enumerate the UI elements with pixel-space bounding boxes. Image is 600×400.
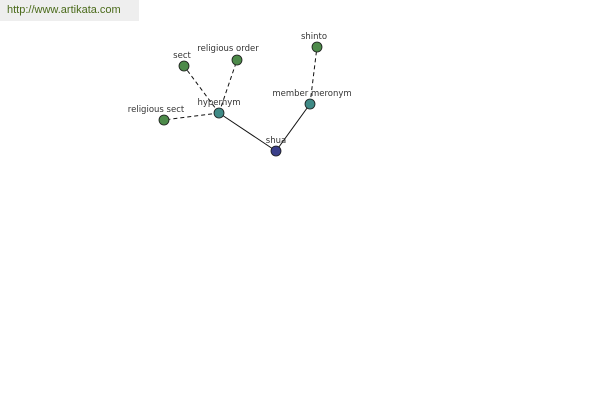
node-label-shua: shua: [266, 136, 286, 146]
node-dot-religious_sect[interactable]: [158, 114, 170, 126]
edge-shua-member_meronym: [275, 103, 311, 152]
node-shua[interactable]: shua: [266, 136, 286, 157]
nodes-layer: shua hypernym member meronym sect religious …: [128, 32, 352, 157]
node-dot-shua[interactable]: [270, 145, 282, 157]
node-member_meronym[interactable]: member meronym: [272, 89, 352, 110]
node-dot-religious_order[interactable]: [231, 54, 243, 66]
node-label-shinto: shinto: [301, 32, 327, 42]
edge-hypernym-religious_order: [218, 59, 238, 114]
node-dot-hypernym[interactable]: [213, 107, 225, 119]
node-label-member_meronym: member meronym: [272, 89, 351, 99]
edges-layer: [163, 46, 318, 152]
edge-shua-hypernym: [218, 112, 277, 152]
source-url-link[interactable]: http://www.artikata.com: [7, 4, 121, 16]
node-label-religious_sect: religious sect: [128, 105, 185, 115]
node-hypernym[interactable]: hypernym: [197, 98, 241, 119]
node-dot-sect[interactable]: [178, 60, 190, 72]
node-label-sect: sect: [173, 51, 191, 61]
node-shinto[interactable]: shinto: [301, 32, 327, 53]
node-label-hypernym: hypernym: [197, 98, 240, 108]
node-label-religious_order: religious order: [197, 44, 259, 54]
edge-hypernym-religious_sect: [163, 112, 220, 121]
url-bar: http://www.artikata.com: [0, 0, 139, 21]
node-sect[interactable]: sect: [173, 51, 191, 72]
node-religious_order[interactable]: religious order: [197, 44, 259, 66]
node-dot-shinto[interactable]: [311, 41, 323, 53]
node-religious_sect[interactable]: religious sect: [128, 105, 185, 126]
edge-member_meronym-shinto: [309, 46, 318, 105]
node-dot-member_meronym[interactable]: [304, 98, 316, 110]
edge-hypernym-sect: [183, 65, 220, 114]
